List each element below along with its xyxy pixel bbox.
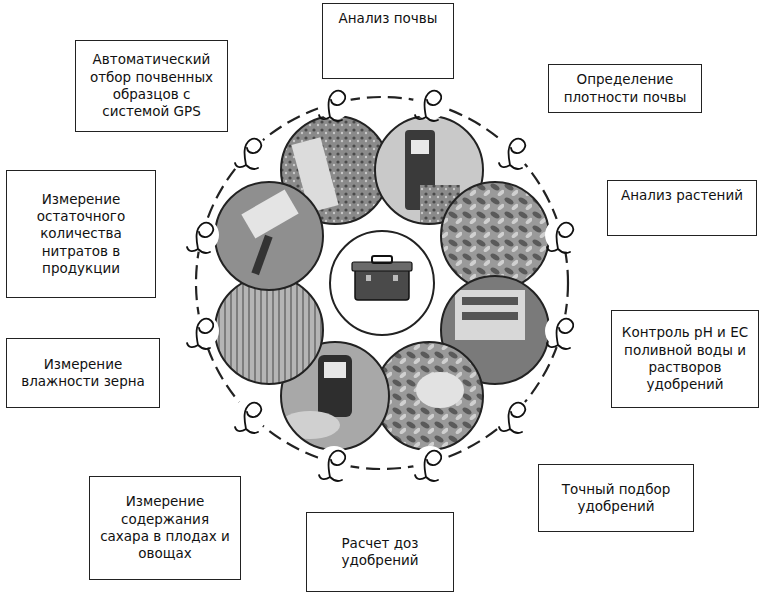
kit-case <box>330 231 434 335</box>
text-box: Измерение влажности зерна <box>6 338 160 408</box>
text-box: Расчет доз удобрений <box>306 512 454 592</box>
leaf-symbols <box>185 86 579 481</box>
box-text: Автоматический отбор почвенных образцов … <box>83 51 220 120</box>
box-text: Определение плотности почвы <box>556 71 694 106</box>
text-box: Автоматический отбор почвенных образцов … <box>75 40 228 132</box>
box-text: Контроль pH и EC поливной воды и раствор… <box>619 324 751 393</box>
dashed-ring <box>196 97 568 469</box>
box-text: Измерение остаточного количества нитрато… <box>14 191 148 277</box>
box-text: Измерение влажности зерна <box>14 356 152 391</box>
text-box: Определение плотности почвы <box>548 64 702 113</box>
text-box: Анализ растений <box>607 180 757 236</box>
box-text: Точный подбор удобрений <box>546 481 686 516</box>
text-box: Контроль pH и EC поливной воды и раствор… <box>611 310 759 408</box>
text-box: Измерение остаточного количества нитрато… <box>6 170 156 298</box>
box-text: Анализ растений <box>621 187 743 204</box>
box-text: Расчет доз удобрений <box>314 535 446 570</box>
text-box: Точный подбор удобрений <box>538 464 694 532</box>
photo-circles <box>214 115 550 451</box>
text-box: Измерение содержания сахара в плодах и о… <box>89 476 241 580</box>
text-box: Анализ почвы <box>322 3 454 79</box>
box-text: Измерение содержания сахара в плодах и о… <box>97 493 233 562</box>
box-text: Анализ почвы <box>339 10 438 27</box>
